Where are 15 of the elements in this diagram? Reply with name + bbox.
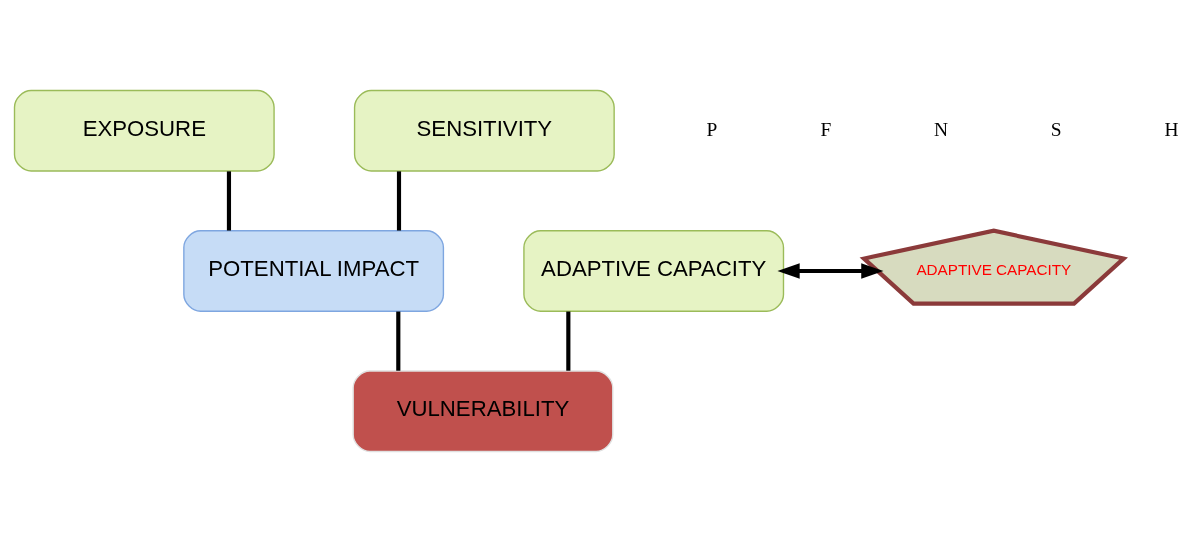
connector xyxy=(566,311,571,371)
label: N xyxy=(934,118,949,140)
node-box: SENSITIVITY xyxy=(353,89,615,172)
node-box: VULNERABILITY xyxy=(352,369,614,452)
connector xyxy=(226,170,232,231)
node-box: EXPOSURE xyxy=(13,89,275,172)
label: P xyxy=(706,118,718,140)
label: H xyxy=(1164,118,1179,140)
label: S xyxy=(1050,118,1062,140)
connector xyxy=(396,311,401,371)
arrow xyxy=(777,262,884,279)
node-box: POTENTIAL IMPACT xyxy=(183,229,445,312)
connector xyxy=(396,170,402,231)
node-box: ADAPTIVE CAPACITY xyxy=(523,229,785,312)
label: F xyxy=(820,118,832,140)
